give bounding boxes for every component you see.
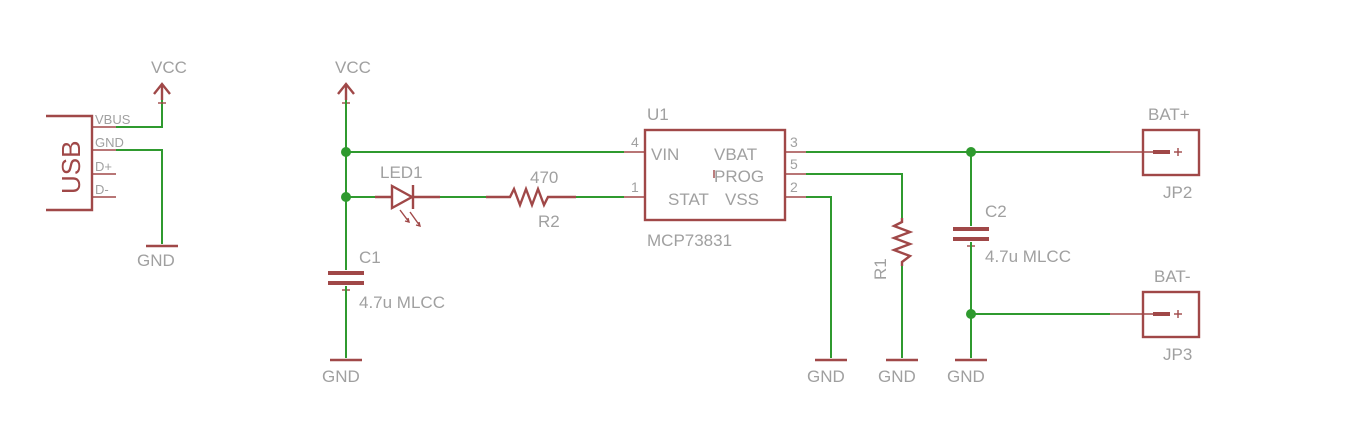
- led-ray-1: [399, 209, 410, 223]
- led-ray-2-head: [415, 221, 421, 227]
- gnd-symbol-c2: GND: [947, 358, 987, 386]
- resistor-r2: 470 R2: [486, 168, 576, 231]
- wire-usb-gnd: [116, 149, 163, 244]
- u1-num-vss: 2: [790, 179, 798, 195]
- r1-zigzag: [890, 218, 914, 266]
- led-ray-1-head: [404, 217, 410, 223]
- gnd-label-vss: GND: [807, 367, 845, 386]
- gnd-label-c2: GND: [947, 367, 985, 386]
- ic-u1: U1 MCP73831 VIN VBAT PROG STAT VSS 4 1 3…: [624, 105, 806, 250]
- usb-connector: USB VBUS GND D+ D-: [46, 112, 131, 212]
- wire-usb-vbus: [116, 100, 163, 128]
- capacitor-c2: C2 4.7u MLCC: [953, 202, 1071, 266]
- u1-body: [643, 128, 787, 222]
- gnd-symbol-usb: GND: [137, 244, 178, 270]
- gnd-label-usb: GND: [137, 251, 175, 270]
- led-ray-2: [409, 211, 421, 227]
- u1-pin-prog: PROG: [714, 167, 764, 186]
- wire-prog-r1: [806, 173, 903, 218]
- u1-pin-vin: VIN: [651, 145, 679, 164]
- vcc-label-usb: VCC: [151, 58, 187, 77]
- resistor-r1: R1: [871, 218, 914, 280]
- gnd-symbol-vss: GND: [807, 358, 847, 386]
- capacitor-c1: C1 4.7u MLCC: [328, 248, 445, 312]
- r2-zigzag: [486, 185, 576, 209]
- r2-name: R2: [538, 212, 560, 231]
- jp2-label: BAT+: [1148, 105, 1190, 124]
- r1-name: R1: [871, 258, 890, 280]
- usb-label: USB: [56, 141, 86, 194]
- u1-pin-vss: VSS: [725, 190, 759, 209]
- r2-value: 470: [530, 168, 558, 187]
- gnd-symbol-r1: GND: [878, 358, 918, 386]
- c1-value: 4.7u MLCC: [359, 293, 445, 312]
- u1-name: U1: [647, 105, 669, 124]
- led-triangle: [390, 183, 415, 211]
- u1-num-stat: 1: [631, 179, 639, 195]
- led1-name: LED1: [380, 163, 423, 182]
- connector-jp2: BAT+ JP2: [1110, 105, 1201, 202]
- usb-body: [46, 114, 94, 212]
- usb-pin-gnd-label: GND: [95, 135, 124, 150]
- led1: LED1: [375, 163, 440, 227]
- usb-pin-vbus-label: VBUS: [95, 112, 131, 127]
- usb-pin-dplus-label: D+: [95, 159, 112, 174]
- jp3-name: JP3: [1163, 345, 1192, 364]
- u1-part: MCP73831: [647, 231, 732, 250]
- gnd-symbol-c1: GND: [322, 358, 362, 386]
- u1-pin-stat: STAT: [668, 190, 709, 209]
- jp2-name: JP2: [1163, 183, 1192, 202]
- jp3-label: BAT-: [1154, 267, 1191, 286]
- usb-pin-dminus-label: D-: [95, 182, 109, 197]
- u1-num-prog: 5: [790, 156, 798, 172]
- vcc-label-left: VCC: [335, 58, 371, 77]
- connector-jp3: BAT- JP3: [1110, 267, 1201, 364]
- c2-value: 4.7u MLCC: [985, 247, 1071, 266]
- vcc-symbol-left: VCC: [335, 58, 371, 104]
- u1-num-vbat: 3: [790, 134, 798, 150]
- u1-pin-vbat: VBAT: [714, 145, 757, 164]
- vcc-symbol-usb: VCC: [151, 58, 187, 104]
- u1-num-vin: 4: [631, 134, 639, 150]
- wire-vss-gnd: [806, 196, 832, 358]
- gnd-label-c1: GND: [322, 367, 360, 386]
- c1-name: C1: [359, 248, 381, 267]
- gnd-label-r1: GND: [878, 367, 916, 386]
- c2-name: C2: [985, 202, 1007, 221]
